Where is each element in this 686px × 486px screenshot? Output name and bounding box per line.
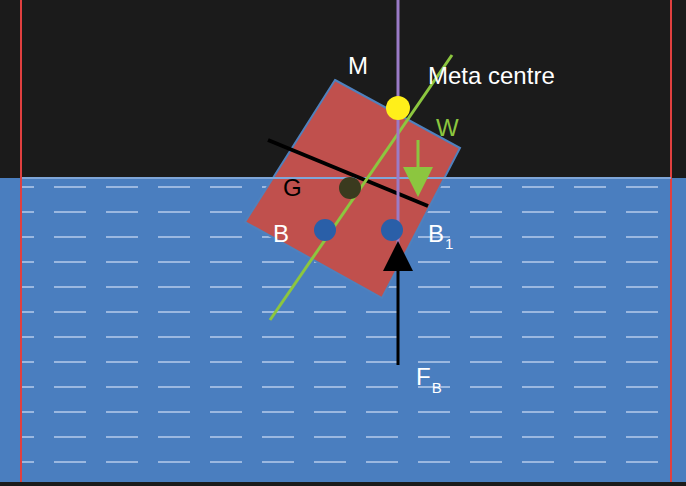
tank-wall bbox=[670, 0, 672, 482]
centre-of-gravity bbox=[339, 177, 361, 199]
metacentre-label: Meta centre bbox=[428, 64, 555, 88]
subscript: B bbox=[432, 380, 442, 395]
body-waterline bbox=[268, 140, 428, 206]
body-axis bbox=[270, 55, 452, 320]
metacentre-point bbox=[386, 96, 410, 120]
subscript: 1 bbox=[445, 236, 453, 251]
vertical-line bbox=[397, 0, 400, 248]
point-label: B bbox=[428, 222, 444, 246]
weight-arrow bbox=[417, 140, 420, 182]
point-label: G bbox=[283, 176, 302, 200]
point-label: M bbox=[348, 54, 368, 78]
floating-body bbox=[245, 80, 460, 298]
buoyancy-arrow bbox=[397, 256, 400, 365]
force-label: F bbox=[416, 365, 431, 389]
tank-wall bbox=[20, 0, 22, 482]
centre-of-buoyancy bbox=[314, 219, 336, 241]
point-label: B bbox=[273, 222, 289, 246]
shifted-centre-of-buoyancy bbox=[381, 219, 403, 241]
force-label: W bbox=[436, 116, 459, 140]
